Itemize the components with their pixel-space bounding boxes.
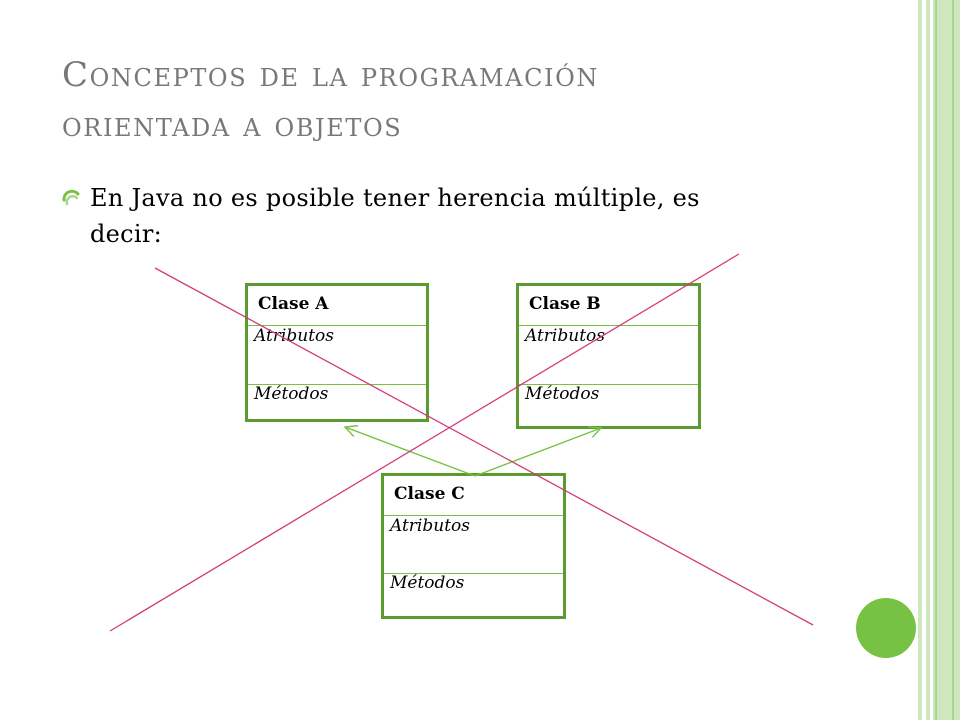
class-separator bbox=[519, 384, 698, 385]
class-separator bbox=[248, 325, 426, 326]
slide-title-line2: orientada a objetos bbox=[62, 105, 403, 145]
class-separator bbox=[384, 515, 563, 516]
slide-title: Conceptos de la programación orientada a… bbox=[62, 50, 862, 150]
class-name: Clase A bbox=[258, 294, 329, 314]
bullet-text: En Java no es posible tener herencia múl… bbox=[90, 180, 700, 252]
bullet-item: En Java no es posible tener herencia múl… bbox=[60, 180, 820, 252]
class-box-a: Clase A Atributos Métodos bbox=[245, 283, 429, 422]
inheritance-arrow-to-b bbox=[474, 428, 601, 477]
class-attributes: Atributos bbox=[390, 516, 470, 536]
class-separator bbox=[384, 573, 563, 574]
decorative-circle bbox=[856, 598, 916, 658]
class-attributes: Atributos bbox=[525, 326, 605, 346]
class-attributes: Atributos bbox=[254, 326, 334, 346]
bullet-text-line2: decir: bbox=[90, 220, 163, 248]
class-methods: Métodos bbox=[525, 384, 600, 404]
decorative-stripe bbox=[933, 0, 960, 720]
class-box-c: Clase C Atributos Métodos bbox=[381, 473, 566, 619]
class-separator bbox=[519, 325, 698, 326]
decorative-stripe bbox=[918, 0, 922, 720]
class-name: Clase C bbox=[394, 484, 465, 504]
cross-line-1 bbox=[154, 267, 814, 626]
decorative-stripe bbox=[952, 0, 954, 720]
class-separator bbox=[248, 384, 426, 385]
bullet-icon bbox=[62, 189, 80, 206]
bullet-text-line1: En Java no es posible tener herencia múl… bbox=[90, 184, 700, 212]
class-methods: Métodos bbox=[254, 384, 329, 404]
cross-line-2 bbox=[109, 253, 740, 632]
class-methods: Métodos bbox=[390, 573, 465, 593]
class-name: Clase B bbox=[529, 294, 601, 314]
class-box-b: Clase B Atributos Métodos bbox=[516, 283, 701, 429]
decorative-stripe bbox=[926, 0, 930, 720]
decorative-stripe bbox=[935, 0, 937, 720]
slide-title-line1: Conceptos de la programación bbox=[62, 55, 599, 95]
